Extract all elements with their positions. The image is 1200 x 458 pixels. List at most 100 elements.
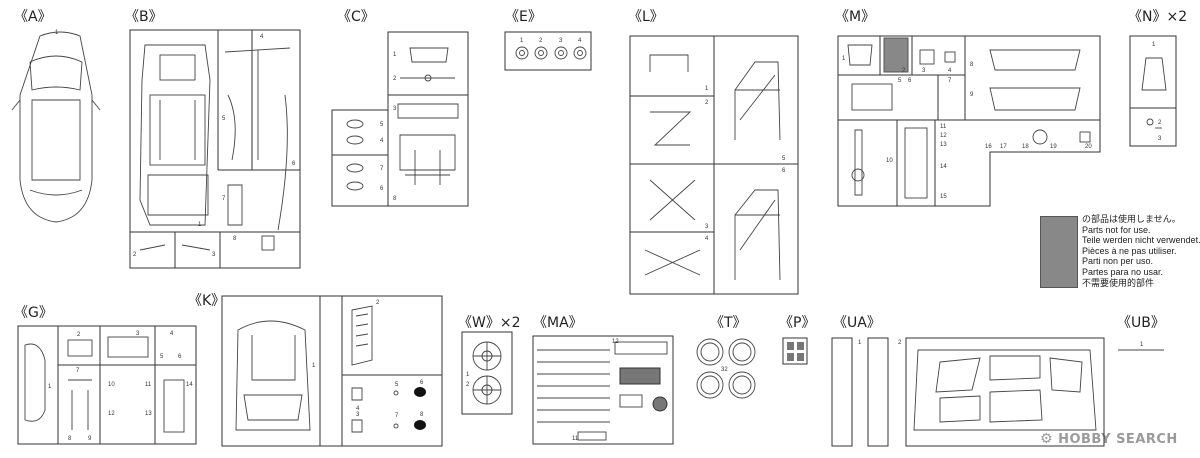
part-num-a1: 1 (55, 30, 59, 36)
sheet-label-c: 《C》 (337, 9, 375, 25)
watermark-text: HOBBY SEARCH (1058, 432, 1178, 447)
part-num-m16: 16 (985, 144, 992, 150)
part-num-e3: 3 (559, 38, 563, 44)
part-num-m8: 8 (970, 62, 974, 68)
legend-ja: の部品は使用しません。 (1082, 214, 1181, 224)
part-num-m19: 19 (1050, 144, 1057, 150)
part-num-m12: 12 (940, 133, 947, 139)
part-num-g3: 3 (136, 331, 140, 337)
part-num-w2: 2 (466, 382, 470, 388)
part-num-w1: 1 (466, 372, 470, 378)
sprue-ua: 1 2 (831, 337, 1105, 447)
sheet-label-k: 《K》 (188, 293, 226, 309)
part-num-e1: 1 (520, 38, 524, 44)
sheet-label-ua: 《UA》 (833, 315, 881, 331)
part-num-b4: 4 (260, 34, 264, 40)
part-num-k1: 1 (312, 363, 316, 369)
legend-de: Teile werden nicht verwendet. (1082, 235, 1200, 246)
sheet-label-n: 《N》×2 (1128, 9, 1188, 25)
sprue-ub: 1 (1118, 342, 1164, 351)
part-num-g11: 11 (145, 382, 152, 388)
part-num-m10: 10 (886, 158, 893, 164)
sheet-label-e: 《E》 (505, 9, 542, 25)
sheet-label-w: 《W》×2 (458, 315, 521, 331)
part-num-m15: 15 (940, 194, 947, 200)
part-num-k7: 7 (395, 413, 399, 419)
sprue-ma: 11 12 (532, 335, 674, 445)
sprue-k: 1 2 3 4 5 6 7 8 (221, 295, 443, 447)
part-num-l3: 3 (705, 224, 709, 230)
part-num-m5: 5 (898, 78, 902, 84)
part-num-c8: 8 (393, 196, 397, 202)
part-num-g6: 6 (178, 354, 182, 360)
sprue-c: 1 2 3 4 5 6 7 8 (331, 31, 469, 207)
sprue-e: 1 2 3 4 (504, 31, 592, 71)
sheet-label-g: 《G》 (14, 305, 53, 321)
part-num-c3: 3 (393, 106, 397, 112)
part-num-l5: 5 (782, 156, 786, 162)
sheet-label-p: 《P》 (779, 315, 816, 331)
part-num-m18: 18 (1022, 144, 1029, 150)
part-num-l2: 2 (705, 100, 709, 106)
part-num-b5: 5 (222, 116, 226, 122)
sprue-g: 1 2 3 4 5 6 7 8 9 10 11 12 13 14 (17, 325, 197, 445)
part-num-n1: 1 (1152, 42, 1156, 48)
sheet-label-ub: 《UB》 (1117, 315, 1165, 331)
legend-en: Parts not for use. (1082, 224, 1151, 235)
part-num-c2: 2 (393, 76, 397, 82)
part-num-c6: 6 (380, 186, 384, 192)
sprue-b: 1 2 3 4 5 6 7 8 (129, 29, 301, 269)
part-num-m4: 4 (948, 68, 952, 74)
part-num-g9: 9 (88, 436, 92, 442)
part-num-e2: 2 (539, 38, 543, 44)
sheet-label-a: 《A》 (14, 9, 52, 25)
part-num-c7: 7 (380, 166, 384, 172)
legend-it: Parti non per uso. (1082, 256, 1154, 267)
part-num-k3: 3 (356, 412, 360, 418)
sprue-a: 1 (11, 30, 101, 223)
part-num-g8: 8 (68, 436, 72, 442)
part-num-t32: 32 (721, 367, 728, 373)
part-num-ua2: 2 (898, 340, 902, 346)
part-num-k5: 5 (395, 382, 399, 388)
part-num-k6: 6 (420, 380, 424, 386)
part-num-ub1: 1 (1140, 342, 1144, 348)
part-num-ma11: 11 (572, 436, 579, 442)
part-num-g2: 2 (77, 332, 81, 338)
part-num-m1: 1 (842, 56, 846, 62)
part-num-b6: 6 (292, 161, 296, 167)
part-num-ma12: 12 (612, 339, 619, 345)
part-num-b1: 1 (198, 222, 202, 228)
sprue-m: 1 2 3 4 5 6 7 8 9 10 11 12 13 14 15 16 1… (837, 35, 1101, 207)
part-num-k2: 2 (376, 300, 380, 306)
part-num-l4: 4 (705, 236, 709, 242)
part-num-ua1: 1 (858, 340, 862, 346)
part-num-m2: 2 (902, 68, 906, 74)
part-num-k8: 8 (420, 412, 424, 418)
part-num-e4: 4 (578, 38, 582, 44)
legend-zh: 不需要使用的部件 (1082, 277, 1155, 288)
part-num-m20: 20 (1085, 144, 1092, 150)
part-num-m6: 6 (908, 78, 912, 84)
part-num-m14: 14 (940, 164, 947, 170)
part-num-l1: 1 (705, 86, 709, 92)
part-num-m11: 11 (940, 124, 947, 130)
part-num-n2: 2 (1158, 120, 1162, 126)
part-num-c5: 5 (380, 122, 384, 128)
part-num-g10: 10 (108, 382, 115, 388)
part-num-g5: 5 (160, 354, 164, 360)
sprue-n: 1 2 3 (1129, 35, 1177, 147)
part-num-g12: 12 (108, 411, 115, 417)
sheet-label-t: 《T》 (710, 315, 747, 331)
sheet-label-m: 《M》 (835, 9, 876, 25)
part-num-m7: 7 (948, 78, 952, 84)
part-num-g1: 1 (48, 384, 52, 390)
part-num-b8: 8 (233, 236, 237, 242)
sheet-label-l: 《L》 (628, 9, 664, 25)
part-num-g7: 7 (76, 368, 80, 374)
sprue-w: 1 2 (461, 331, 513, 415)
part-num-c4: 4 (380, 138, 384, 144)
part-num-b3: 3 (212, 252, 216, 258)
part-num-m3: 3 (922, 68, 926, 74)
